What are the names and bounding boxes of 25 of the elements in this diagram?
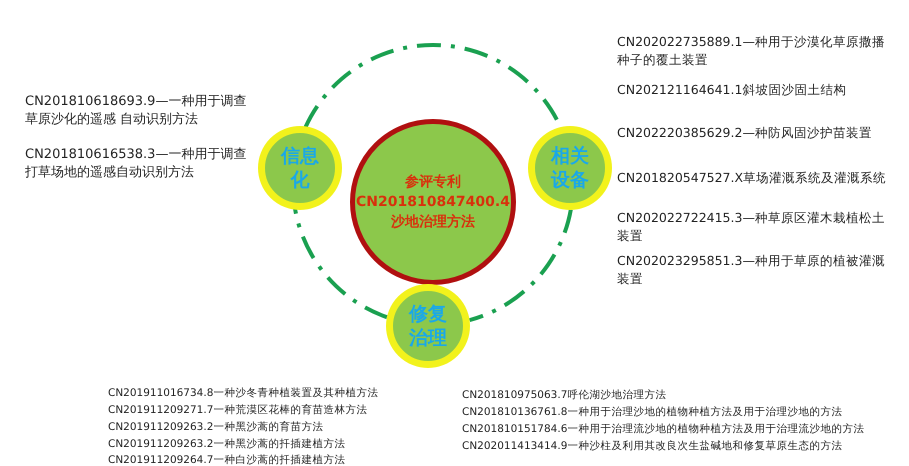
patent-entry: CN201810616538.3—一种用于调查打草场地的遥感自动识别方法 <box>25 146 248 182</box>
patent-entry: CN201911209263.2一种黑沙蒿的扦插建植方法 <box>108 437 346 452</box>
patent-entry: CN201911209264.7一种白沙蒿的扦插建植方法 <box>108 453 346 466</box>
patent-entry: CN201820547527.X草场灌溉系统及灌溉系统 <box>617 169 888 187</box>
category-label: 相关设备 <box>550 144 590 192</box>
patent-entry: CN202022735889.1—种用于沙漠化草原撒播种子的覆土装置 <box>617 33 886 69</box>
patent-entry: CN201911209271.7一种荒漠区花棒的育苗造林方法 <box>108 403 368 418</box>
patent-entry: CN201810618693.9—一种用于调查草原沙化的遥感 自动识别方法 <box>25 93 248 129</box>
patent-entry: CN202121164641.1斜坡固沙固土结构 <box>617 81 848 99</box>
patent-entry: CN201911016734.8一种沙冬青种植装置及其种植方法 <box>108 386 380 401</box>
category-label: 信息化 <box>280 144 320 192</box>
patent-entry: CN201810151784.6一种用于治理流沙地的植物种植方法及用于治理流沙地的方法 <box>462 422 866 437</box>
dash-dot-arc <box>468 209 573 322</box>
patent-entry: CN202011413414.9一种沙柱及利用其改良次生盐碱地和修复草原生态的方法 <box>462 439 844 454</box>
patent-text: CN201810847400.4 <box>356 193 510 212</box>
patent-entry: CN202220385629.2—种防风固沙护苗装置 <box>617 124 873 142</box>
patent-entry: CN202023295851.3—种用于草原的植被灌溉装置 <box>617 252 886 288</box>
patent-text: 沙地治理方法 <box>391 212 475 232</box>
patent-entry: CN201911209263.2一种黑沙蒿的育苗方法 <box>108 420 324 435</box>
patent-entry: CN201810136761.8一种用于治理沙地的植物种植方法及用于治理沙地的方法 <box>462 405 844 420</box>
dash-dot-arc <box>293 208 388 320</box>
patent-text: 参评专利 <box>405 173 461 192</box>
patent-entry: CN202022722415.3—种草原区灌木栽植松土装置 <box>617 209 886 245</box>
category-label: 修复治理 <box>408 302 448 350</box>
patent-entry: CN201810975063.7呼伦湖沙地治理方法 <box>462 388 668 403</box>
